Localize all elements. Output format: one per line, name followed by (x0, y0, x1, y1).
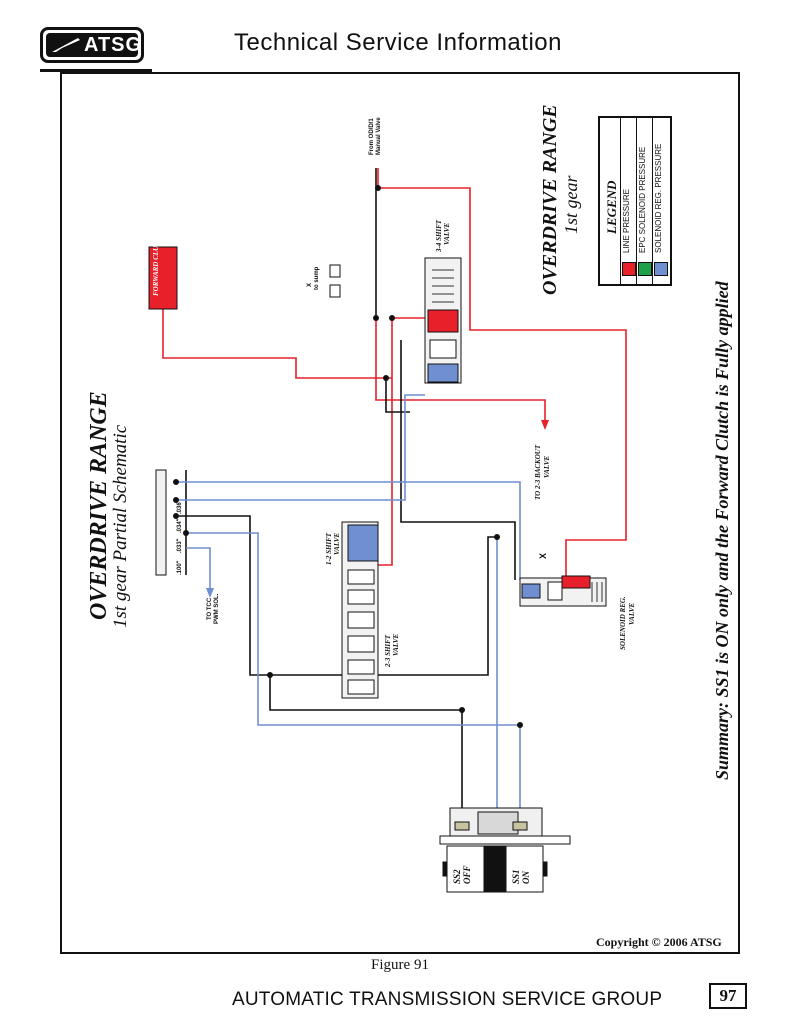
exhaust-5 (270, 536, 497, 676)
legend (598, 116, 672, 286)
legend-swatch-epc (638, 262, 652, 276)
shift-valves-12-23 (341, 521, 379, 699)
header-rule (40, 69, 152, 72)
sol-reg-label-1: SOLENOID REG. (619, 596, 627, 650)
footer-org: AUTOMATIC TRANSMISSION SERVICE GROUP (232, 989, 663, 1010)
diagram-frame (60, 72, 740, 954)
backout-arrow (541, 420, 549, 430)
sol-reg-4 (186, 547, 211, 590)
main-subtitle: 1st gear Partial Schematic (110, 424, 131, 628)
shift-23-label-2: VALVE (392, 633, 400, 656)
sol-reg-label-2: VALVE (628, 602, 636, 625)
tcc-label-1: TO TCC (207, 597, 213, 620)
ss2-label-1: SS2 (452, 869, 462, 884)
side-title: OVERDRIVE RANGE (539, 104, 561, 295)
legend-swatch-solreg (654, 262, 668, 276)
shift-valve-34 (424, 257, 462, 384)
sump-port-1 (329, 264, 341, 278)
figure-caption: Figure 91 (371, 957, 429, 973)
solenoid-body (439, 807, 571, 845)
from-manual-valve-label-2: Manual Valve (376, 117, 382, 155)
orifice-label-4: .036" (177, 499, 183, 514)
logo-text: ATSG (84, 34, 143, 56)
legend-item-solreg: SOLENOID REG. PRESSURE (654, 143, 663, 253)
tcc-label-2: PWM SOL. (214, 593, 220, 624)
shift-34-label-2: VALVE (443, 222, 451, 245)
orifice-label-1: .100" (177, 560, 183, 575)
ss1-label-2: ON (521, 871, 531, 884)
orifice-plate (155, 469, 167, 576)
forward-clutch-feed (162, 305, 450, 379)
x-to-sump-label-1: X (307, 282, 313, 287)
page-number: 97 (709, 983, 747, 1009)
backout-label-1: TO 2-3 BACKOUT (534, 444, 542, 500)
legend-item-epc: EPC SOLENOID PRESSURE (638, 146, 647, 253)
summary-text: Summary: SS1 is ON only and the Forward … (712, 281, 732, 780)
backout-label-2: VALVE (543, 455, 551, 478)
ss1-label-1: SS1 (511, 869, 521, 884)
x-mark-sol-reg: X (538, 552, 548, 559)
atsg-logo: ATSG (40, 27, 144, 63)
orifice-label-3: .034" (177, 518, 183, 533)
orifice-label-2: .033" (177, 538, 183, 553)
line-pressure-supply (377, 168, 627, 580)
x-to-sump-label-2: to sump (314, 266, 320, 290)
shift-12-label-1: 1-2 SHIFT (325, 532, 333, 565)
plane-icon (52, 38, 80, 52)
legend-item-line: LINE PRESSURE (622, 188, 631, 253)
tcc-arrow (206, 588, 214, 598)
solenoid-reg-valve (519, 575, 607, 607)
ss2-label-2: OFF (462, 865, 472, 884)
shift-34-label-1: 3-4 SHIFT (435, 219, 443, 252)
shift-23-label-1: 2-3 SHIFT (384, 634, 392, 667)
legend-swatch-line (622, 262, 636, 276)
shift-12-label-2: VALVE (333, 532, 341, 555)
forward-clutch (148, 246, 178, 310)
forward-clutch-label: FORWARD CLUTCH (152, 231, 160, 296)
exhaust-3 (385, 378, 410, 413)
side-subtitle: 1st gear (561, 175, 581, 235)
sol-reg-2 (176, 394, 425, 501)
copyright: Copyright © 2006 ATSG (596, 935, 722, 949)
sump-port-2 (329, 284, 341, 298)
legend-title: LEGEND (604, 180, 619, 234)
backout-feed (375, 318, 546, 422)
main-title: OVERDRIVE RANGE (86, 391, 112, 620)
exhaust-2 (400, 340, 516, 580)
sol-reg-3 (186, 532, 521, 820)
from-manual-valve-label-1: From OD/D/1 (369, 118, 375, 155)
exhaust-4 (176, 515, 463, 820)
header-title: Technical Service Information (234, 29, 562, 56)
shift-solenoids (442, 845, 548, 893)
sol-reg-1 (176, 481, 521, 580)
